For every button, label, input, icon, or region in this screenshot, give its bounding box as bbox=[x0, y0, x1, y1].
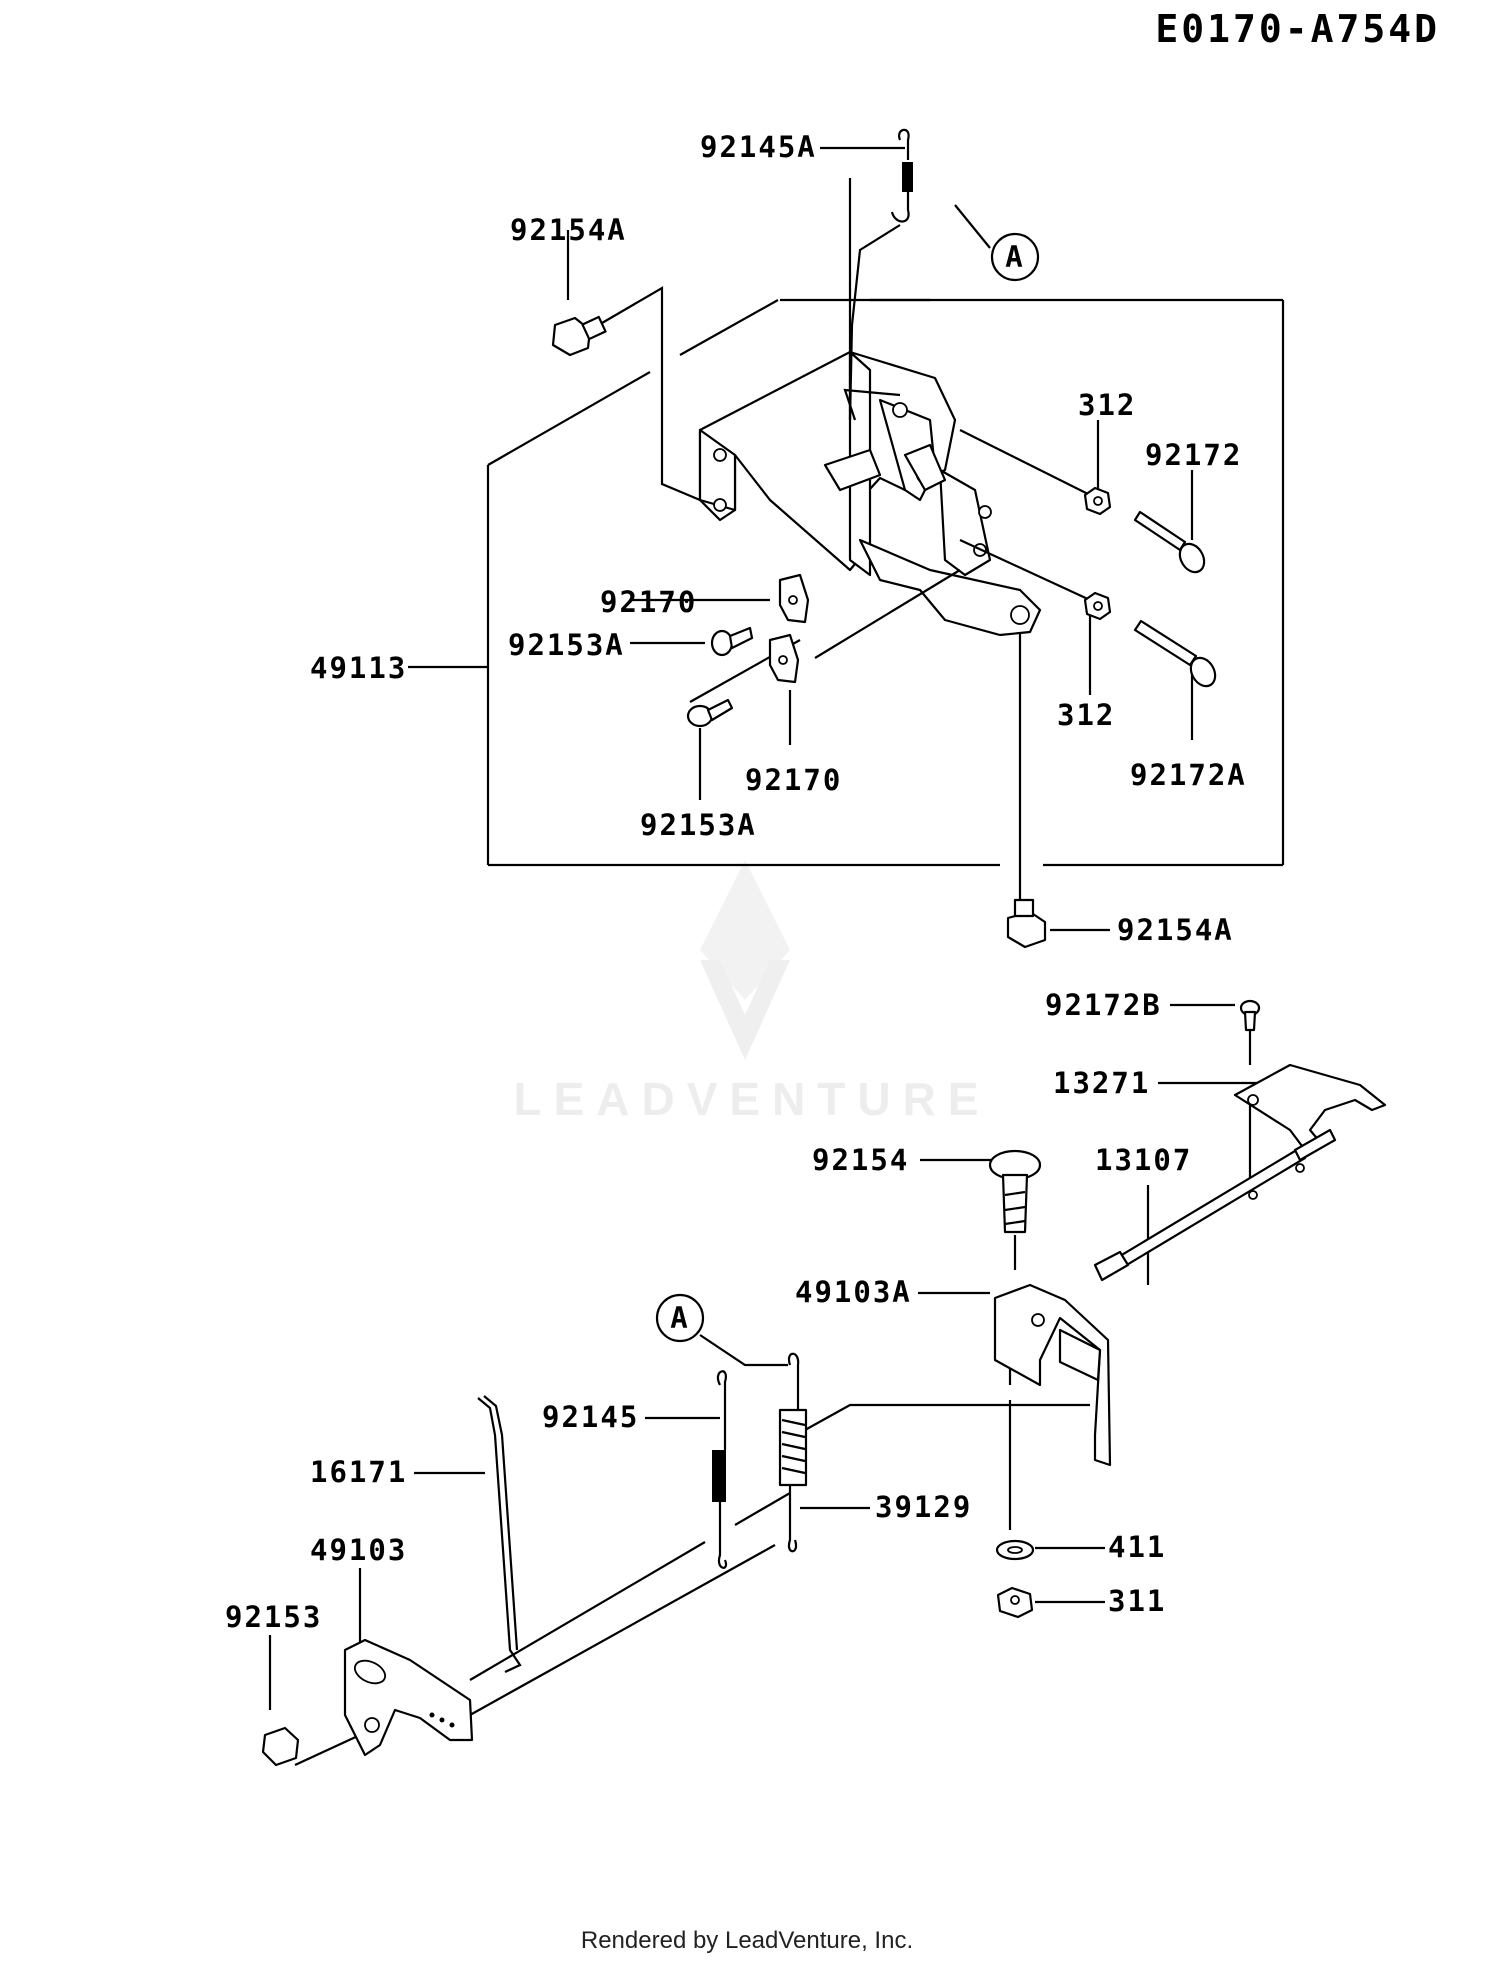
label-92153: 92153 bbox=[225, 1600, 322, 1634]
bolt-92154A-top bbox=[551, 315, 607, 357]
label-92153A-a: 92153A bbox=[508, 628, 625, 662]
leaders-top bbox=[408, 146, 1194, 932]
clip-92170-b bbox=[768, 633, 800, 684]
washer-411 bbox=[995, 1539, 1035, 1561]
plate-13271 bbox=[1233, 1063, 1387, 1152]
nut-311 bbox=[996, 1586, 1034, 1619]
bolt-92154 bbox=[988, 1149, 1042, 1234]
label-92154A-top: 92154A bbox=[510, 213, 627, 247]
diagram-code: E0170-A754D bbox=[1155, 7, 1440, 51]
nut-312-bottom bbox=[1083, 591, 1112, 621]
label-92172: 92172 bbox=[1145, 438, 1242, 472]
label-16171: 16171 bbox=[310, 1455, 407, 1489]
label-92153A-b: 92153A bbox=[640, 808, 757, 842]
spring-39129 bbox=[778, 1352, 808, 1553]
callout-a-top: A bbox=[954, 204, 1040, 282]
label-92170-b: 92170 bbox=[745, 763, 842, 797]
screw-92172B bbox=[1239, 999, 1261, 1032]
assembly-frame-49113 bbox=[486, 298, 1285, 867]
label-312-top: 312 bbox=[1078, 388, 1136, 422]
callout-a-bottom: A bbox=[655, 1293, 705, 1343]
lever-49103A bbox=[993, 1283, 1112, 1467]
label-49103A: 49103A bbox=[795, 1275, 912, 1309]
label-92145: 92145 bbox=[542, 1400, 639, 1434]
label-311: 311 bbox=[1108, 1584, 1166, 1618]
screw-92153A-a bbox=[710, 626, 754, 657]
clip-92170-a bbox=[778, 573, 810, 624]
label-49113: 49113 bbox=[310, 651, 407, 685]
rod-16171 bbox=[477, 1395, 522, 1673]
footer-text: Rendered by LeadVenture, Inc. bbox=[581, 1927, 913, 1954]
nut-312-top bbox=[1083, 486, 1112, 516]
callout-a-top-text: A bbox=[1005, 240, 1024, 274]
bolt-92153 bbox=[261, 1726, 300, 1767]
label-92145A: 92145A bbox=[700, 130, 817, 164]
leaders-bottom bbox=[268, 1003, 1260, 1766]
label-39129: 39129 bbox=[875, 1490, 972, 1524]
label-49103: 49103 bbox=[310, 1533, 407, 1567]
label-92172B: 92172B bbox=[1045, 988, 1162, 1022]
label-92170-a: 92170 bbox=[600, 585, 697, 619]
callout-a-bottom-text: A bbox=[670, 1301, 689, 1335]
label-92154A-bottom: 92154A bbox=[1117, 913, 1234, 947]
label-92172A: 92172A bbox=[1130, 758, 1247, 792]
label-92154: 92154 bbox=[812, 1143, 909, 1177]
label-13107: 13107 bbox=[1095, 1143, 1192, 1177]
spring-92145A bbox=[890, 128, 913, 223]
shaft-13107 bbox=[1093, 1128, 1337, 1282]
bolt-92172A bbox=[1133, 619, 1217, 688]
screw-92153A-b bbox=[686, 698, 734, 728]
lever-49103 bbox=[343, 1638, 474, 1757]
watermark-logo: LEADVENTURE bbox=[513, 860, 990, 1125]
watermark-text: LEADVENTURE bbox=[513, 1073, 990, 1125]
label-411: 411 bbox=[1108, 1530, 1166, 1564]
control-bracket bbox=[698, 350, 1042, 637]
label-13271: 13271 bbox=[1053, 1066, 1150, 1100]
bolt-92154A-bottom bbox=[1006, 898, 1047, 949]
bolt-92172 bbox=[1133, 510, 1206, 574]
spring-92145 bbox=[712, 1370, 728, 1569]
label-312-bottom: 312 bbox=[1057, 698, 1115, 732]
